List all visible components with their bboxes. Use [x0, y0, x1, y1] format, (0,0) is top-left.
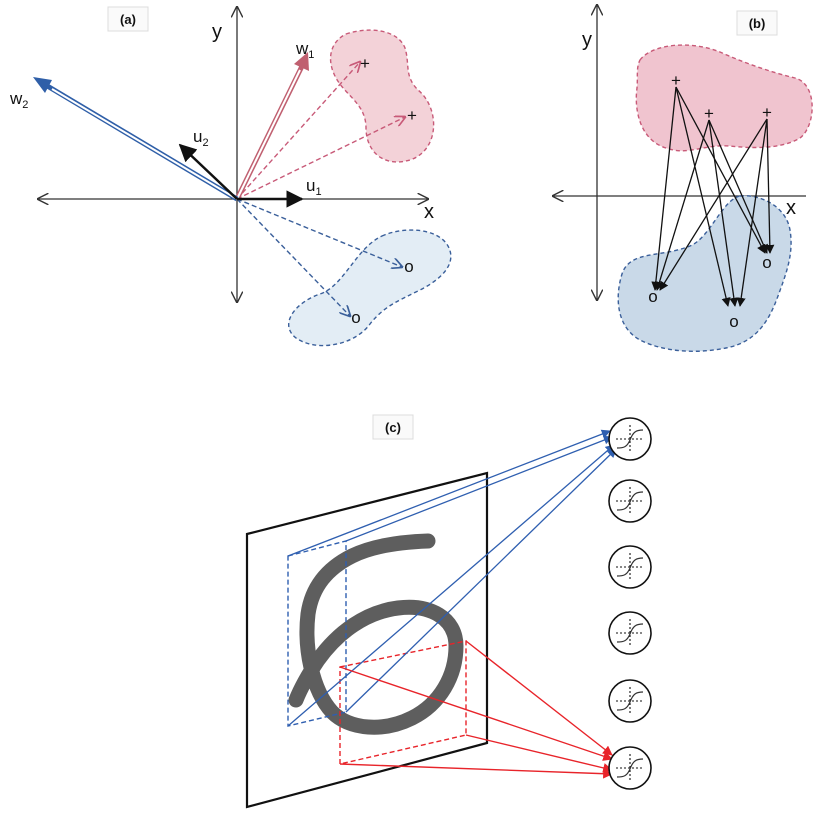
- red-connections: [339, 640, 613, 779]
- panel-b-negative-cluster: [617, 195, 792, 352]
- handwritten-digit: [288, 533, 464, 735]
- panel-c: (c): [245, 414, 652, 809]
- panel-a: (a) y x + + o o: [9, 6, 452, 347]
- sigmoid-neuron-icon: [608, 417, 652, 461]
- panel-b-y-label: y: [582, 29, 592, 51]
- panel-b-plus-point: +: [671, 71, 681, 90]
- sigmoid-neuron-icon: [608, 611, 652, 655]
- panel-a-tag-box: [107, 6, 149, 32]
- panel-a-plus-point: +: [360, 54, 370, 73]
- panel-b-o-point: o: [762, 253, 771, 272]
- receptive-field-blue: [287, 540, 347, 727]
- panel-a-vector-to-o-1: [236, 198, 402, 267]
- sigmoid-neuron-icon: [608, 545, 652, 589]
- panel-a-vector-to-plus-2: [236, 117, 405, 200]
- panel-a-u2-vector: [178, 143, 238, 200]
- panel-b-o-point: o: [729, 312, 738, 331]
- panel-a-w2-vector: [33, 77, 239, 202]
- panel-a-w2-label: w2: [9, 89, 28, 111]
- panel-a-u1-label: u1: [306, 176, 322, 198]
- sigmoid-neuron-icon: [608, 679, 652, 723]
- panel-a-positive-cluster: [329, 29, 435, 163]
- panel-a-o-point: o: [351, 308, 360, 327]
- panel-c-tag-box: [372, 414, 414, 440]
- panel-a-vector-to-o-2: [236, 198, 350, 316]
- input-image-plane: [245, 471, 489, 809]
- panel-a-plus-point: +: [407, 106, 417, 125]
- panel-b-tag-box: [736, 10, 778, 36]
- panel-b-o-point: o: [648, 287, 657, 306]
- panel-a-w1-label: w1: [295, 39, 314, 61]
- panel-b-x-label: x: [786, 197, 796, 219]
- panel-a-w1-vector: [234, 52, 309, 201]
- panel-a-x-label: x: [424, 201, 434, 223]
- panel-b-plus-point: +: [762, 103, 772, 122]
- panel-a-u2-label: u2: [193, 127, 209, 149]
- sigmoid-neuron-icon: [608, 746, 652, 790]
- panel-a-tag: (a): [120, 12, 136, 27]
- sigmoid-neuron-icon: [608, 479, 652, 523]
- panel-b-positive-cluster: [635, 44, 813, 152]
- blue-connections: [287, 429, 617, 727]
- receptive-field-red: [339, 640, 467, 765]
- panel-b-tag: (b): [749, 16, 766, 31]
- panel-a-y-label: y: [212, 21, 222, 43]
- neuron-column: [608, 417, 652, 790]
- panel-b-plus-point: +: [704, 104, 714, 123]
- panel-a-negative-cluster: [288, 229, 452, 347]
- panel-b-mapping-arrows: [651, 86, 775, 307]
- panel-a-vector-to-plus-1: [236, 62, 360, 200]
- panel-c-tag: (c): [385, 420, 401, 435]
- panel-b: (b) y x + + + o o o: [553, 5, 813, 352]
- panel-a-o-point: o: [404, 257, 413, 276]
